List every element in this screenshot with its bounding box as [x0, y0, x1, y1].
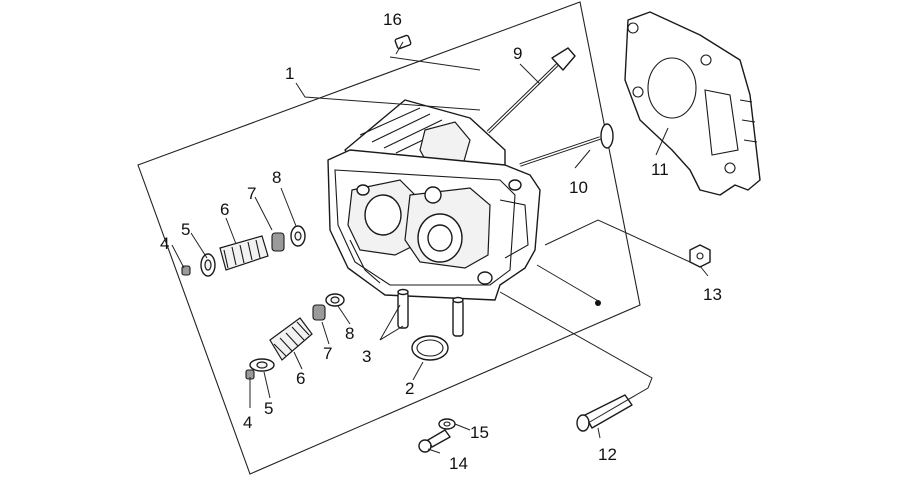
head-gasket: [624, 11, 761, 196]
cylinder-head: [327, 99, 541, 301]
leader-lines: [171, 41, 709, 454]
spring-seat-lower: [325, 293, 345, 307]
o-ring: [411, 335, 449, 361]
callout-4-lower: 4: [243, 413, 252, 432]
callout-2: 2: [405, 379, 414, 398]
spring-seat-upper: [290, 225, 306, 247]
callout-8-lower: 8: [345, 324, 354, 343]
valve-seal-upper: [271, 232, 285, 252]
callout-11: 11: [651, 160, 669, 179]
callout-4-upper: 4: [160, 234, 169, 253]
callout-3: 3: [362, 347, 371, 366]
spring-retainer-upper: [200, 253, 216, 277]
callout-12: 12: [598, 445, 617, 464]
callout-1: 1: [285, 64, 294, 83]
callout-6-lower: 6: [296, 369, 305, 388]
spring-retainer-lower: [249, 358, 275, 372]
intake-valve: [486, 47, 576, 134]
valve-spring-lower: [269, 317, 313, 361]
assembly-frame: [137, 1, 641, 475]
callout-14: 14: [449, 454, 468, 473]
callout-9: 9: [513, 44, 522, 63]
exhaust-valve: [519, 123, 614, 167]
nut-13: [689, 244, 711, 268]
callout-5-lower: 5: [264, 399, 273, 418]
bolt-14: [418, 429, 451, 453]
callout-5-upper: 5: [181, 220, 190, 239]
callout-16: 16: [383, 10, 402, 29]
dowel-pins: [397, 288, 464, 337]
callout-15: 15: [470, 423, 489, 442]
callout-10: 10: [569, 178, 588, 197]
callout-6-upper: 6: [220, 200, 229, 219]
callout-13: 13: [703, 285, 722, 304]
callout-7-lower: 7: [323, 344, 332, 363]
valve-cotter-upper: [181, 265, 191, 276]
callout-labels: 1 16 9 10 11 13 12 15 14 2 3 8 7 6 5 4 8…: [160, 10, 722, 473]
valve-spring-upper: [219, 235, 269, 271]
washer-15: [438, 418, 456, 430]
callout-8-upper: 8: [272, 168, 281, 187]
valve-seal-lower: [312, 304, 326, 321]
callout-7-upper: 7: [247, 184, 256, 203]
